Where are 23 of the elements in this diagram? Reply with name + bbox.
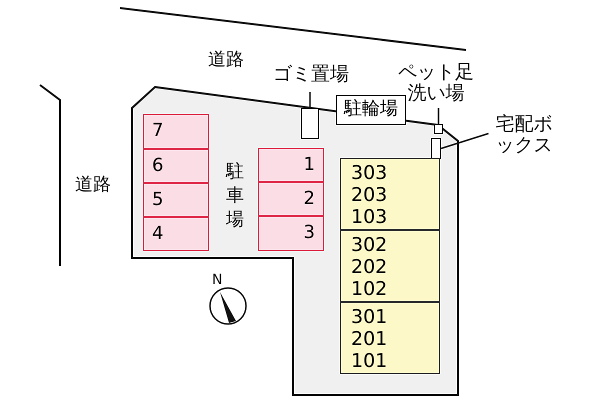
apartment-block: 301 201 101 (340, 302, 440, 374)
bicycle-parking-box: 駐輪場 (336, 95, 406, 125)
delivery-locker-box (431, 138, 441, 159)
area-label: ゴミ置場 (266, 64, 356, 90)
leader-line (440, 132, 489, 150)
apartment-block: 302 202 102 (340, 230, 440, 302)
apartment-block: 303 203 103 (340, 158, 440, 230)
north-label: N (212, 272, 222, 288)
parking-space: 5 (143, 183, 209, 217)
parking-space: 3 (258, 216, 324, 251)
foot-wash-box (434, 124, 443, 134)
road-label: 道路 (75, 173, 111, 196)
area-label: 宅配ボックス (490, 114, 558, 158)
parking-space: 4 (143, 217, 209, 251)
leader-line (309, 92, 311, 108)
parking-space: 2 (258, 182, 324, 216)
parking-space: 6 (143, 149, 209, 183)
parking-space: 7 (143, 114, 209, 149)
parking-space: 1 (258, 148, 324, 182)
area-label: 駐車場 (226, 160, 245, 232)
road-label: 道路 (208, 48, 244, 71)
leader-line (438, 108, 440, 124)
garbage-station-box (301, 108, 319, 139)
